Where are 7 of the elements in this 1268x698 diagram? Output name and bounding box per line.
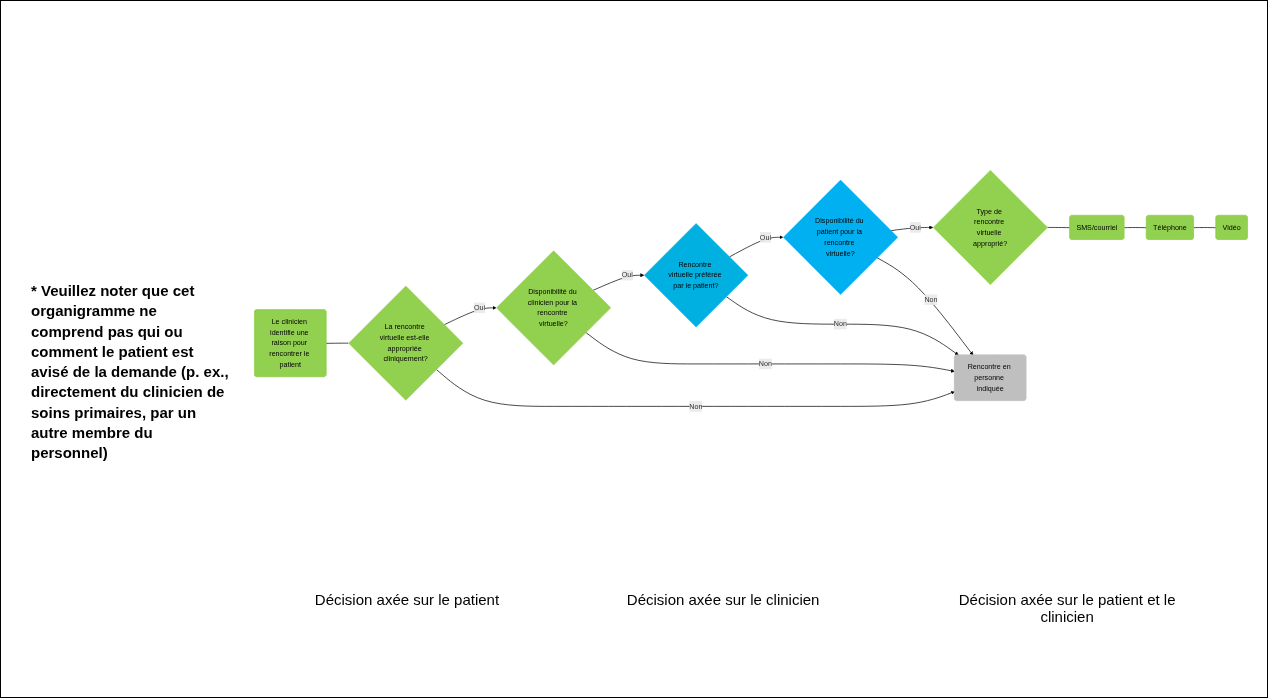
group-caption: Décision axée sur le clinicien	[626, 591, 820, 610]
connector	[1047, 227, 1071, 229]
connector	[1193, 227, 1217, 229]
footnote: * Veuillez noter que cet organigramme ne comprend pas qui ou comment le patient est avisé de la demande (p. ex., directement du clinicien de soins primaires, par un autre membre du personnel)	[31, 281, 230, 463]
group-caption: Décision axée sur le patient et le clinicien	[957, 591, 1177, 625]
connector	[1123, 227, 1147, 229]
group-caption: Décision axée sur le patient	[314, 591, 500, 610]
